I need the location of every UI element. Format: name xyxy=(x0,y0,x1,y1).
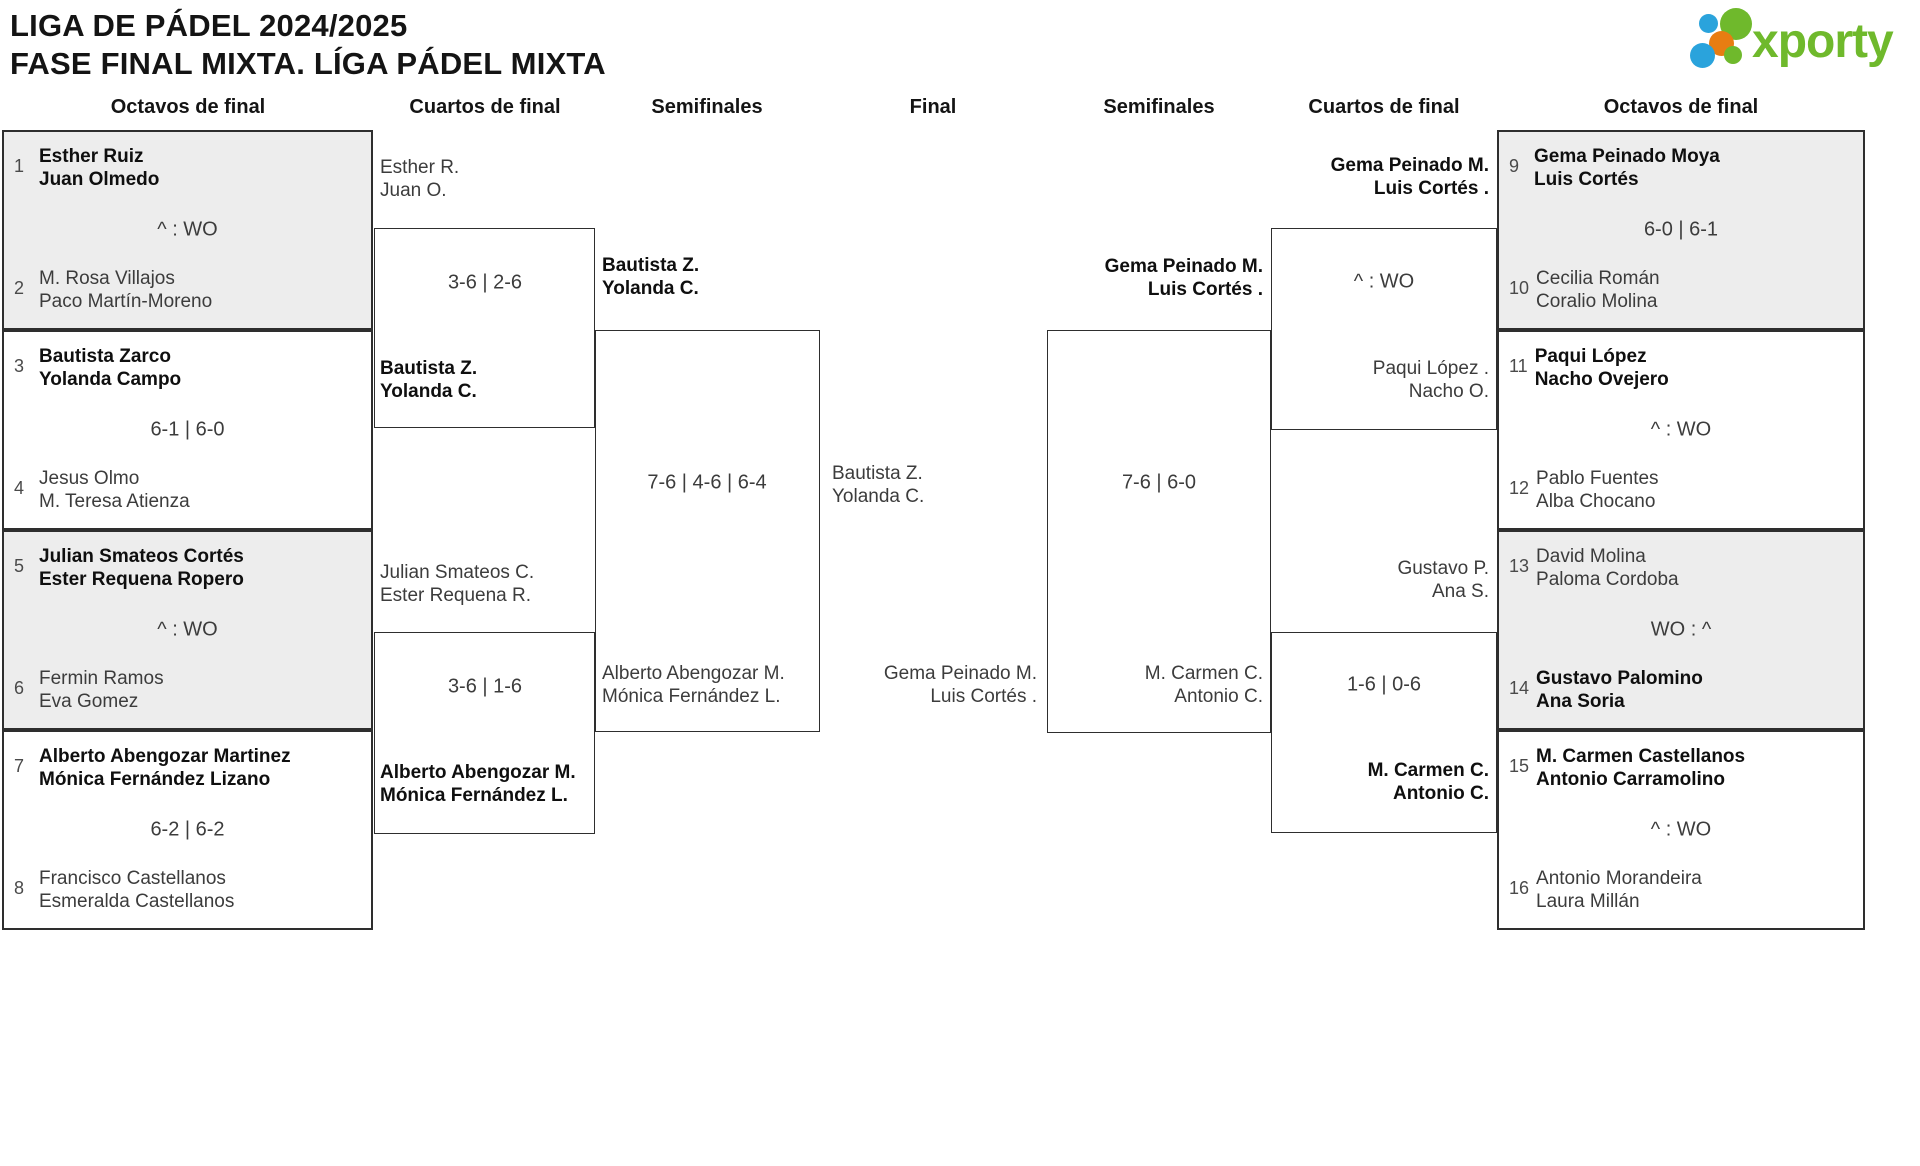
team-name: Julian Smateos C.Ester Requena R. xyxy=(380,562,535,606)
logo-dot-green-small xyxy=(1724,46,1742,64)
match-score: ^ : WO xyxy=(1353,270,1415,293)
logo-wordmark: xporty xyxy=(1752,15,1894,68)
team-name: Gema Peinado M.Luis Cortés . xyxy=(1104,256,1263,300)
match-box-qf-l1[interactable] xyxy=(374,228,595,428)
seed-number: 6 xyxy=(14,678,25,698)
seed-number: 14 xyxy=(1509,678,1530,698)
match-score: ^ : WO xyxy=(157,218,218,241)
team-name: Paqui López .Nacho O. xyxy=(1372,358,1489,402)
round-header-semis-left: Semifinales xyxy=(651,96,763,118)
seed-number: 13 xyxy=(1509,556,1530,576)
match-box-sf-left[interactable] xyxy=(595,330,820,732)
team-name: Alberto Abengozar M.Mónica Fernández L. xyxy=(380,762,576,806)
team-name: Alberto Abengozar M.Mónica Fernández L. xyxy=(602,663,785,707)
round-header-semis-right: Semifinales xyxy=(1103,96,1215,118)
seed-number: 11 xyxy=(1509,356,1528,376)
match-box-qf-r1[interactable] xyxy=(1271,228,1497,430)
match-box-sf-right[interactable] xyxy=(1047,330,1271,733)
seed-number: 1 xyxy=(14,156,25,176)
match-score: WO : ^ xyxy=(1650,618,1712,641)
round-header-octavos-right: Octavos de final xyxy=(1603,96,1759,118)
seed-number: 12 xyxy=(1509,478,1530,498)
match-score: ^ : WO xyxy=(1650,818,1712,841)
match-score: 6-0 | 6-1 xyxy=(1643,218,1719,241)
page-subtitle: FASE FINAL MIXTA. LÍGA PÁDEL MIXTA xyxy=(10,46,606,81)
logo-dot-blue-small xyxy=(1699,14,1718,33)
team-name: Gema Peinado M.Luis Cortés . xyxy=(883,663,1037,707)
team-name: Bautista Z.Yolanda C. xyxy=(832,463,925,507)
seed-number: 15 xyxy=(1509,756,1530,776)
team-name: Gustavo P.Ana S. xyxy=(1397,558,1489,602)
match-score: 7-6 | 4-6 | 6-4 xyxy=(647,471,767,494)
seed-number: 2 xyxy=(14,278,25,298)
seed-number: 9 xyxy=(1509,156,1520,176)
match-score: ^ : WO xyxy=(157,618,218,641)
match-box-qf-l2[interactable] xyxy=(374,632,595,834)
match-box-qf-r2[interactable] xyxy=(1271,632,1497,833)
match-score: ^ : WO xyxy=(1650,418,1712,441)
team-name: M. Carmen C.Antonio C. xyxy=(1367,760,1489,804)
match-score: 7-6 | 6-0 xyxy=(1121,471,1197,494)
team-name: Bautista Z.Yolanda C. xyxy=(380,358,478,402)
team-name: Esther R.Juan O. xyxy=(380,157,460,201)
seed-number: 16 xyxy=(1509,878,1530,898)
xporty-logo[interactable]: xporty xyxy=(1690,2,1915,80)
match-score: 3-6 | 2-6 xyxy=(447,271,523,294)
round-header-octavos-left: Octavos de final xyxy=(110,96,266,118)
team-name: Bautista Z.Yolanda C. xyxy=(602,255,700,299)
team-name: M. Carmen C.Antonio C. xyxy=(1144,663,1263,707)
seed-number: 3 xyxy=(14,356,25,376)
logo-dot-blue-large xyxy=(1690,43,1715,68)
round-header-final: Final xyxy=(909,96,957,118)
match-score: 3-6 | 1-6 xyxy=(447,675,523,698)
seed-number: 7 xyxy=(14,756,25,776)
round-header-cuartos-left: Cuartos de final xyxy=(409,96,561,118)
seed-number: 5 xyxy=(14,556,25,576)
match-score: 6-1 | 6-0 xyxy=(150,418,225,441)
seed-number: 10 xyxy=(1509,278,1530,298)
team-name: Gema Peinado M.Luis Cortés . xyxy=(1330,155,1489,199)
round-header-cuartos-right: Cuartos de final xyxy=(1308,96,1460,118)
seed-number: 4 xyxy=(14,478,25,498)
seed-number: 8 xyxy=(14,878,25,898)
page-title: LIGA DE PÁDEL 2024/2025 xyxy=(10,8,408,43)
match-score: 1-6 | 0-6 xyxy=(1346,673,1422,696)
match-score: 6-2 | 6-2 xyxy=(150,818,225,841)
